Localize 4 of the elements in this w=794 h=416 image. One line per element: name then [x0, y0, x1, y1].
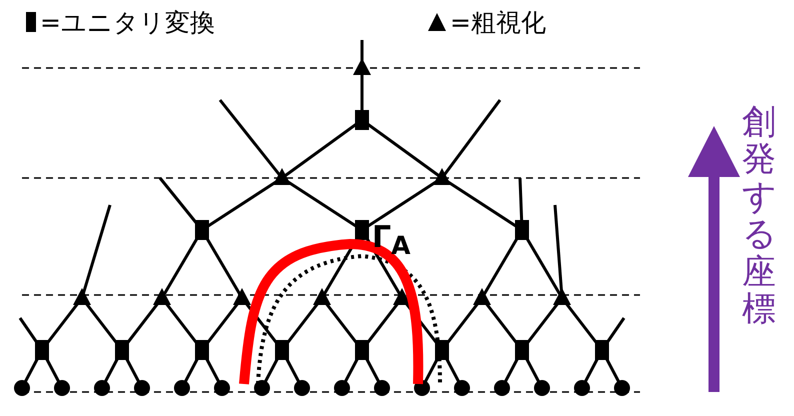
legend-text: =粗視化 [450, 6, 546, 38]
legend-text: =ユニタリ変換 [40, 6, 215, 38]
region-label: Γ$_{A}$ [372, 220, 410, 260]
axis-caption: 創発する座標 [742, 104, 778, 328]
